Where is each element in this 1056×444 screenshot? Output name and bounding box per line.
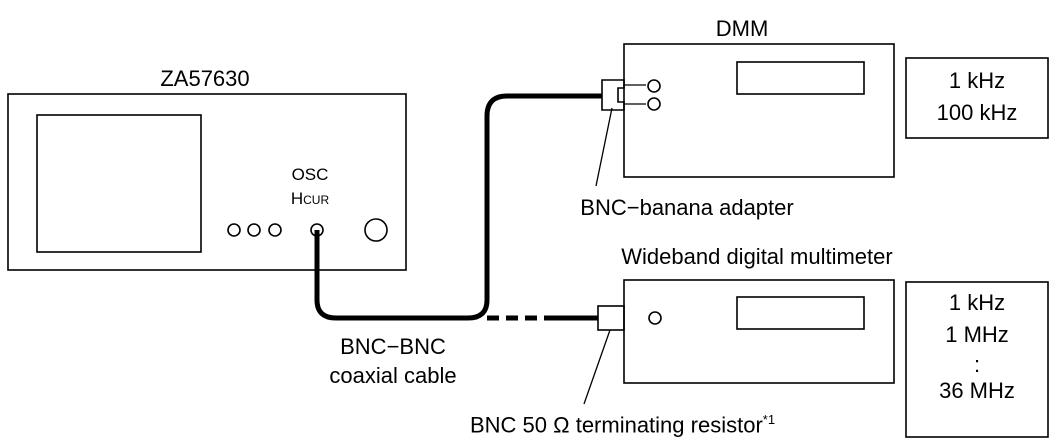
wideband-title: Wideband digital multimeter <box>621 244 893 269</box>
terminating-resistor-label: BNC 50 Ω terminating resistor*1 <box>470 413 775 436</box>
adapter-leader-line <box>595 107 613 187</box>
dmm-body <box>623 43 895 178</box>
wideband-freq-line-1: 1 kHz <box>948 290 1006 315</box>
terminating-resistor <box>597 305 625 331</box>
resistor-footnote: *1 <box>762 412 776 427</box>
wideband-freq-line-4: 36 MHz <box>939 378 1015 403</box>
coaxial-cable <box>314 93 602 321</box>
dmm-title: DMM <box>715 16 769 41</box>
hcur-terminal-label: HCUR <box>291 190 329 207</box>
front-panel-jack <box>227 223 241 237</box>
wideband-input-jack <box>648 311 662 325</box>
dmm-instrument <box>601 43 895 178</box>
dmm-input-jack <box>647 79 661 93</box>
za57630-title: ZA57630 <box>160 66 250 91</box>
cable-label-line-1: BNC−BNC <box>340 334 446 359</box>
dmm-freq-line-2: 100 kHz <box>936 100 1018 125</box>
za57630-body <box>7 93 407 271</box>
za57630-screen <box>36 114 202 253</box>
wideband-freq-ellipsis: : <box>973 352 981 377</box>
front-panel-jack <box>247 223 261 237</box>
leader-lines <box>583 107 613 405</box>
wideband-display <box>736 296 865 330</box>
hcur-main: H <box>290 189 304 208</box>
cable-label-line-2: coaxial cable <box>329 363 457 388</box>
resistor-label-text: BNC 50 Ω terminating resistor <box>470 412 763 438</box>
front-panel-jack <box>268 223 282 237</box>
power-knob <box>364 218 388 242</box>
wideband-frequency-box <box>905 281 1049 438</box>
wideband-body <box>623 279 895 384</box>
cable-main <box>314 93 602 321</box>
dmm-input-jack <box>647 97 661 111</box>
resistor-leader-line <box>583 329 611 405</box>
wideband-instrument <box>597 279 895 384</box>
dmm-frequency-box <box>905 57 1049 139</box>
wideband-freq-line-2: 1 MHz <box>945 322 1009 347</box>
osc-terminal-label: OSC <box>291 165 329 184</box>
bnc-banana-adapter <box>601 79 625 111</box>
dmm-freq-line-1: 1 kHz <box>948 68 1006 93</box>
adapter-pins <box>624 84 646 105</box>
bnc-banana-adapter-label: BNC−banana adapter <box>580 195 794 220</box>
dmm-display <box>736 61 865 95</box>
za57630-instrument <box>7 93 407 271</box>
hcur-subscript: CUR <box>303 193 330 207</box>
